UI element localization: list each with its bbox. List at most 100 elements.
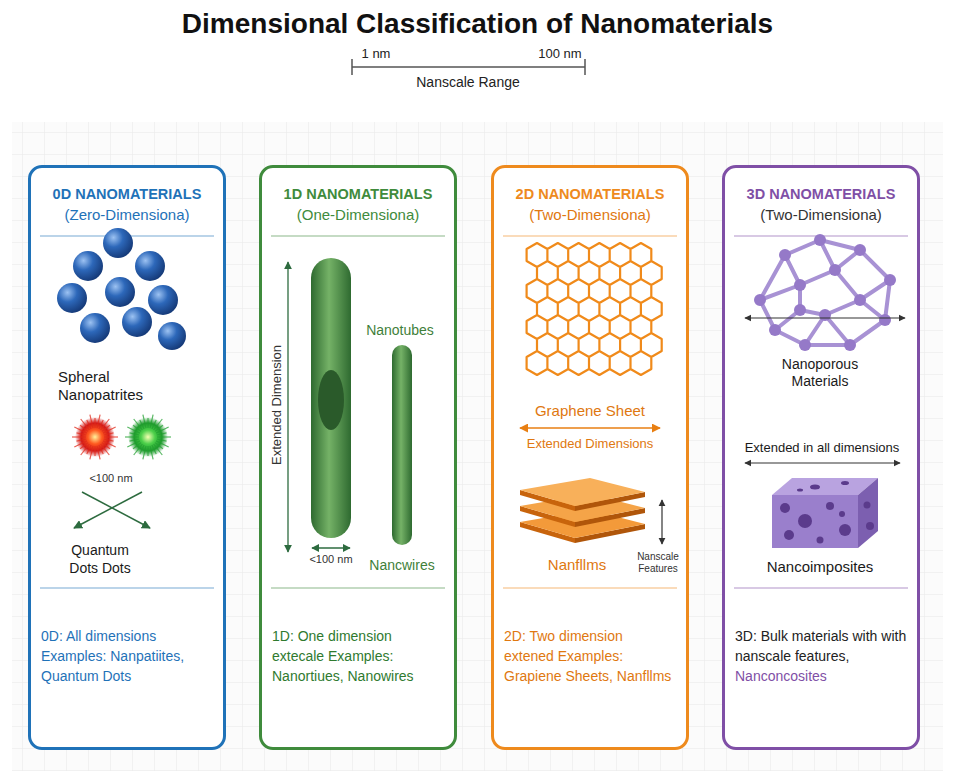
figure-label: Quantum Dots Dots	[60, 541, 140, 577]
quantum-dot	[77, 433, 87, 435]
panel-description: 1D: One dimension extecale Examples: Nan…	[272, 626, 444, 686]
grid-background	[12, 122, 943, 771]
nanoparticle-spheres	[135, 251, 165, 281]
category-panel: 1D NANOMATERIALS (One-Dimensiona) 1D: One …	[259, 165, 457, 750]
panel-heading: 2D NANOMATERIALS	[494, 186, 686, 202]
quantum-dot	[104, 433, 114, 435]
nanoporous-network	[799, 339, 811, 351]
quantum-dot	[101, 444, 110, 455]
quantum-dot	[103, 427, 116, 433]
panel-subtitle: (Two-Dimensiona)	[494, 206, 686, 223]
panel-subtitle: (One-Dimensiona)	[262, 206, 454, 223]
nanoporous-network	[794, 279, 806, 291]
quantum-dot	[104, 436, 118, 437]
nanoparticle-spheres	[158, 322, 186, 350]
quantum-dot	[152, 445, 156, 454]
figure-label: Spheral Nanopatrites	[58, 368, 168, 404]
quantum-dot	[87, 420, 91, 429]
quantum-dot	[157, 436, 171, 437]
nanocomposite-block	[839, 524, 851, 536]
panel-divider	[271, 235, 445, 236]
nanoporous-network	[879, 314, 891, 326]
dimension-arrow	[745, 318, 905, 463]
nanotube-figure	[318, 370, 344, 430]
quantum-dot	[154, 444, 163, 455]
nanofilm-stack	[520, 478, 645, 506]
panel-heading: 3D NANOMATERIALS	[725, 186, 917, 202]
panel-divider	[40, 587, 214, 588]
scale-bar	[352, 59, 585, 75]
panel-description: 0D: All dimensions Examples: Nanpatiites…	[41, 626, 213, 686]
size-arrow	[74, 492, 150, 528]
size-arrow	[74, 492, 142, 528]
nanoporous-network	[754, 294, 766, 306]
graphene-lattice	[527, 243, 662, 375]
figure-label: <100 nm	[309, 553, 352, 566]
quantum-dot	[147, 446, 148, 456]
figure-label: Graphene Sheet	[535, 402, 645, 420]
category-panel: 3D NANOMATERIALS(Two-Dimensiona)3D: Bulk…	[722, 165, 920, 750]
dimension-arrow	[287, 262, 288, 552]
quantum-dot	[125, 436, 139, 437]
panel-description: 2D: Two dimension extened Examples: Grap…	[504, 626, 676, 686]
nanoporous-network	[844, 339, 856, 351]
nanocomposite-block	[772, 495, 858, 548]
quantum-dot	[130, 433, 140, 435]
scale-bar	[352, 66, 585, 68]
quantum-dot	[127, 427, 140, 433]
quantum-dot	[150, 446, 153, 460]
scale-bar	[351, 59, 353, 75]
quantum-dot	[103, 441, 116, 447]
quantum-dot	[94, 418, 95, 428]
size-arrow	[82, 492, 150, 528]
panel-subtitle: (Zero-Dimensiona)	[31, 206, 223, 223]
description-text: 1D: One dimension extecale Examples: Nan…	[272, 626, 444, 686]
category-panel: 0D NANOMATERIALS(Zero-Dimensiona)0D: All…	[28, 165, 226, 750]
figure-label: Nanscale Features	[631, 551, 685, 575]
panel-subtitle: (Two-Dimensiona)	[725, 206, 917, 223]
quantum-dot	[157, 439, 167, 441]
nanoporous-network	[829, 264, 841, 276]
description-text: 2D: Two dimension extened Examples: Grap…	[504, 626, 676, 686]
quantum-dot	[143, 415, 146, 429]
panel-divider	[40, 236, 908, 588]
quantum-dot	[77, 439, 87, 441]
quantum-dot	[74, 427, 87, 433]
nanoporous-network	[860, 250, 890, 280]
quantum-dot	[147, 418, 148, 428]
figure-label: Nanotubes	[366, 322, 434, 339]
quantum-dot	[72, 436, 86, 437]
panel-ground	[28, 165, 920, 750]
quantum-dot	[94, 446, 95, 456]
quantum-dot	[81, 419, 90, 430]
nanoparticle-spheres	[148, 285, 178, 315]
figure-label: Nanscale Range	[416, 74, 520, 91]
nanocomposite-block	[841, 481, 849, 485]
quantum-dot	[97, 446, 100, 460]
nanoporous-network	[779, 249, 791, 261]
nanoparticle-spheres	[105, 277, 135, 307]
panel-ground	[722, 165, 920, 750]
panel-ground	[259, 165, 457, 750]
panel-ground	[28, 165, 226, 750]
nanoporous-network	[854, 244, 866, 256]
nanocomposite-block	[826, 502, 834, 510]
quantum-dot	[157, 433, 167, 435]
nanocomposite-block	[810, 485, 820, 490]
quantum-dot	[104, 439, 114, 441]
nanocomposite-block	[772, 478, 878, 548]
panel-heading: 1D NANOMATERIALS	[262, 186, 454, 202]
diagram-title: Dimensional Classification of Nanomateri…	[0, 8, 955, 40]
figure-label: Nancoimposites	[767, 558, 874, 576]
quantum-dot	[130, 439, 140, 441]
nanofilm-stack	[520, 478, 645, 543]
nanoporous-network	[854, 294, 866, 306]
quantum-dot	[140, 420, 144, 429]
nanoporous-network	[885, 280, 890, 320]
dimension-arrow	[520, 427, 660, 429]
nanocomposite-block	[780, 503, 790, 513]
nanocomposite-block	[784, 530, 794, 540]
nanoporous-network	[760, 285, 800, 300]
figure-label: Nanfllms	[548, 556, 606, 574]
